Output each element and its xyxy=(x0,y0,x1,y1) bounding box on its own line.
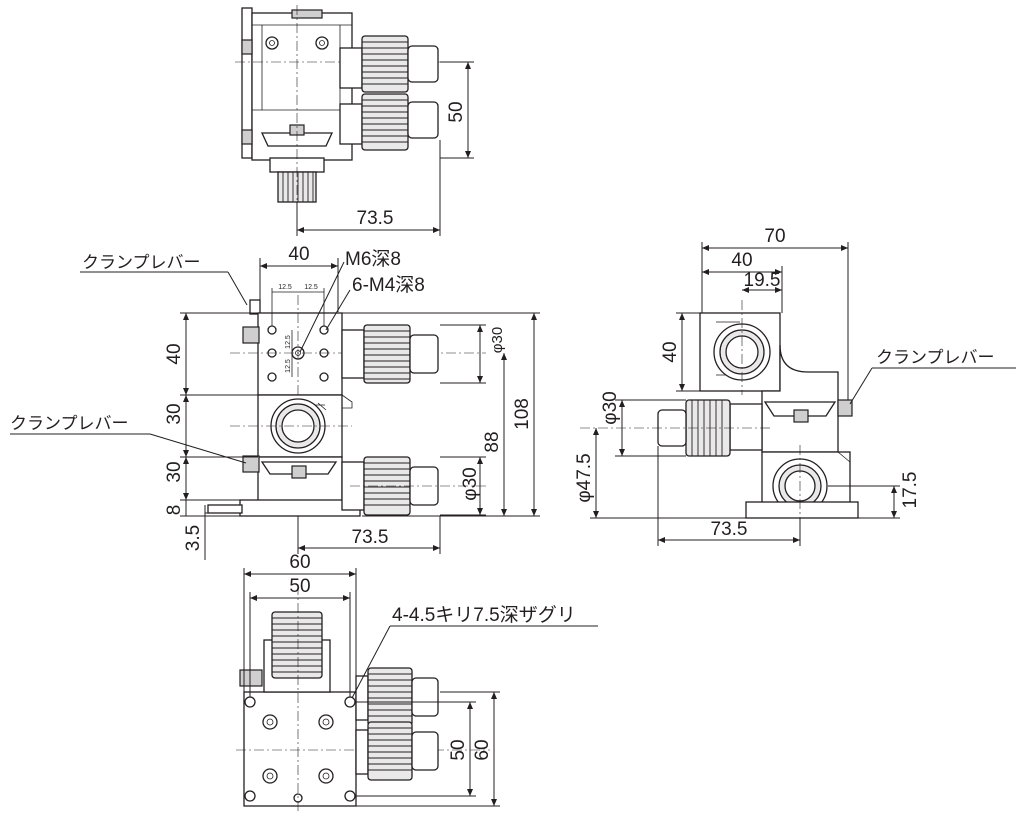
m6-leader xyxy=(299,261,345,353)
bottom-knob-upper xyxy=(367,667,413,727)
side-dim-73-5: 73.5 xyxy=(711,519,748,540)
front-dim-12-5-d: 12.5 xyxy=(285,359,292,373)
front-clamp-label-lower: クランプレバー xyxy=(10,414,129,434)
front-knob-upper xyxy=(363,324,411,384)
front-callout-m6: M6深8 xyxy=(345,248,401,270)
side-clamp-label: クランプレバー xyxy=(876,348,995,368)
bottom-cbore-1 xyxy=(244,696,256,708)
front-clamp-label-upper: クランプレバー xyxy=(82,253,201,273)
front-callout-m4: 6-M4深8 xyxy=(352,274,425,296)
top-screw-1 xyxy=(265,36,279,50)
bottom-dim-right-60: 60 xyxy=(472,739,493,760)
bottom-dim-right-50: 50 xyxy=(448,739,469,760)
side-view: 70 40 19.5 40 φ30 φ47.5 17.5 73.5 クランプレバ… xyxy=(574,226,1016,546)
top-dim-50: 50 xyxy=(446,101,467,122)
front-view: 40 12.5 12.5 12.5 12.5 M6深8 6-M4深8 クランプレ… xyxy=(10,244,540,560)
side-dim-left-40: 40 xyxy=(660,341,681,362)
bottom-callout-counterbore: 4-4.5キリ7.5深ザグリ xyxy=(392,604,576,626)
bottom-cbore-4 xyxy=(344,790,356,802)
front-dim-12-5-c: 12.5 xyxy=(285,335,292,349)
front-dim-knob-lower: φ30 xyxy=(460,467,481,500)
bottom-plate xyxy=(243,691,357,807)
side-dim-40: 40 xyxy=(731,250,752,271)
top-knob-upper-base xyxy=(339,47,363,89)
bottom-dim-50: 50 xyxy=(289,576,310,597)
front-dim-12-5-b: 12.5 xyxy=(304,284,318,291)
side-dim-19-5: 19.5 xyxy=(744,270,781,291)
front-dim-40: 40 xyxy=(288,244,309,265)
top-screw-2 xyxy=(315,36,329,50)
front-clamp-lever-upper xyxy=(242,326,260,344)
bottom-knob-lower xyxy=(367,721,413,781)
front-dim-left-3-5: 3.5 xyxy=(183,525,204,551)
side-base-plate xyxy=(745,501,859,519)
side-dim-47-5: φ47.5 xyxy=(574,453,595,502)
bottom-top-knob xyxy=(271,611,323,679)
side-dovetail xyxy=(763,401,837,417)
top-dim-73-5: 73.5 xyxy=(357,208,394,229)
side-dim-70: 70 xyxy=(764,226,785,247)
front-dim-left-30b: 30 xyxy=(164,461,185,482)
front-dim-73-5: 73.5 xyxy=(352,527,389,548)
front-dim-left-30a: 30 xyxy=(164,403,185,424)
side-dim-knob: φ30 xyxy=(600,391,621,424)
bottom-view: 60 50 4-4.5キリ7.5深ザグリ 50 60 xyxy=(236,552,598,812)
front-dim-knob-upper: φ30 xyxy=(489,327,506,353)
top-lever-tab xyxy=(291,9,323,19)
front-dim-12-5-a: 12.5 xyxy=(278,284,292,291)
m4-leader xyxy=(325,289,351,331)
side-clamp-lever xyxy=(837,399,853,417)
top-knob-upper-cap xyxy=(407,45,439,83)
front-dim-88: 88 xyxy=(482,431,503,452)
side-dim-17-5: 17.5 xyxy=(900,472,921,509)
top-clamp-lever-upper xyxy=(241,39,253,55)
front-dim-108: 108 xyxy=(512,398,533,430)
front-dim-left-8: 8 xyxy=(164,505,185,516)
front-clamp-lever-lower xyxy=(242,455,260,473)
top-clamp-lever-lower xyxy=(241,129,253,145)
front-lever-top xyxy=(249,299,261,315)
top-view: 50 73.5 xyxy=(235,5,474,236)
bottom-cbore-2 xyxy=(344,696,356,708)
bottom-dim-60: 60 xyxy=(289,552,310,573)
bottom-clamp-lever xyxy=(239,669,263,687)
bottom-cbore-3 xyxy=(244,790,256,802)
front-dim-left-40: 40 xyxy=(164,343,185,364)
